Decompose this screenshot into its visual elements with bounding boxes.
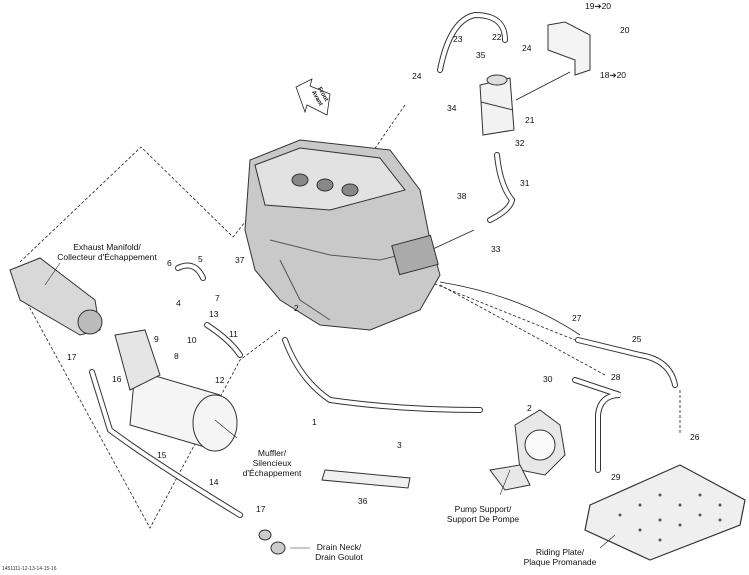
- pump-support-label[interactable]: Pump Support/ Support De Pompe: [447, 504, 519, 524]
- label-line: d'Échappement: [242, 468, 302, 478]
- figure-id: 1451111-12-13-14-15-16: [2, 566, 57, 572]
- callout-20[interactable]: 20: [620, 25, 630, 35]
- label-line: Support De Pompe: [446, 514, 520, 524]
- callout-35[interactable]: 35: [476, 50, 486, 60]
- riding-plate: [584, 464, 746, 561]
- hose-31: [487, 152, 516, 223]
- label-line: Riding Plate/: [535, 547, 585, 557]
- label-line: Exhaust Manifold/: [73, 242, 141, 252]
- leader-curve: [439, 281, 581, 336]
- callout-6[interactable]: 6: [167, 258, 172, 268]
- callout-23[interactable]: 23: [453, 34, 463, 44]
- callout-36[interactable]: 36: [358, 496, 368, 506]
- callout-9[interactable]: 9: [154, 334, 159, 344]
- callout-2[interactable]: 2: [527, 403, 532, 413]
- callout-12[interactable]: 12: [215, 375, 225, 385]
- assembly-dashed-outline: [19, 146, 246, 263]
- callout-25[interactable]: 25: [632, 334, 642, 344]
- callout-10[interactable]: 10: [187, 335, 197, 345]
- callout-34[interactable]: 34: [447, 103, 457, 113]
- callout-32[interactable]: 32: [515, 138, 525, 148]
- callout-22[interactable]: 22: [492, 32, 502, 42]
- callout-31[interactable]: 31: [520, 178, 530, 188]
- callout-24[interactable]: 24: [522, 43, 532, 53]
- muffler-label[interactable]: Muffler/ Silencieux d'Échappement: [243, 448, 302, 478]
- callout-30[interactable]: 30: [543, 374, 553, 384]
- callout-15[interactable]: 15: [157, 450, 167, 460]
- label-line: Drain Goulot: [315, 552, 363, 562]
- callout-38[interactable]: 38: [457, 191, 467, 201]
- callout-21[interactable]: 21: [525, 115, 535, 125]
- muffler: [114, 329, 238, 452]
- callout-24[interactable]: 24: [412, 71, 422, 81]
- callout-19[interactable]: 19➔20: [585, 1, 612, 11]
- part-36: [321, 469, 411, 489]
- front-arrow: [295, 78, 331, 116]
- riding-plate-label[interactable]: Riding Plate/ Plaque Promanade: [524, 547, 597, 567]
- engine-block: [244, 139, 441, 331]
- callout-1[interactable]: 1: [312, 417, 317, 427]
- pump-support: [489, 409, 566, 491]
- callout-37[interactable]: 37: [235, 255, 245, 265]
- label-line: Collecteur d'Échappement: [57, 252, 157, 262]
- callout-13[interactable]: 13: [209, 309, 219, 319]
- label-line: Muffler/: [257, 448, 287, 458]
- callout-5[interactable]: 5: [198, 254, 203, 264]
- leader: [515, 71, 571, 101]
- callout-18[interactable]: 18➔20: [600, 70, 627, 80]
- callout-14[interactable]: 14: [209, 477, 219, 487]
- callout-33[interactable]: 33: [491, 244, 501, 254]
- callout-11[interactable]: 11: [229, 329, 238, 339]
- callout-3[interactable]: 3: [397, 440, 402, 450]
- hose-1: [282, 337, 483, 413]
- label-line: Pump Support/: [454, 504, 512, 514]
- cover-panel: [547, 21, 591, 76]
- callout-16[interactable]: 16: [112, 374, 122, 384]
- exhaust-manifold-label[interactable]: Exhaust Manifold/ Collecteur d'Échappeme…: [57, 242, 156, 262]
- callout-8[interactable]: 8: [174, 351, 179, 361]
- callout-4[interactable]: 4: [176, 298, 181, 308]
- drain-neck-label[interactable]: Drain Neck/ Drain Goulot: [315, 542, 363, 562]
- callout-28[interactable]: 28: [611, 372, 621, 382]
- leader-dashed: [424, 279, 576, 341]
- label-line: Plaque Promanade: [523, 557, 597, 567]
- callout-27[interactable]: 27: [572, 313, 582, 323]
- callout-29[interactable]: 29: [611, 472, 621, 482]
- exhaust-manifold: [9, 257, 103, 336]
- leader-dashed: [439, 284, 606, 376]
- label-line: Silencieux: [252, 458, 292, 468]
- coolant-reservoir: [479, 74, 515, 136]
- callout-2[interactable]: 2: [294, 303, 299, 313]
- label-line: Drain Neck/: [316, 542, 362, 552]
- callout-26[interactable]: 26: [690, 432, 700, 442]
- callout-17[interactable]: 17: [67, 352, 77, 362]
- drain-neck: [258, 529, 286, 555]
- callout-17[interactable]: 17: [256, 504, 266, 514]
- callout-7[interactable]: 7: [215, 293, 220, 303]
